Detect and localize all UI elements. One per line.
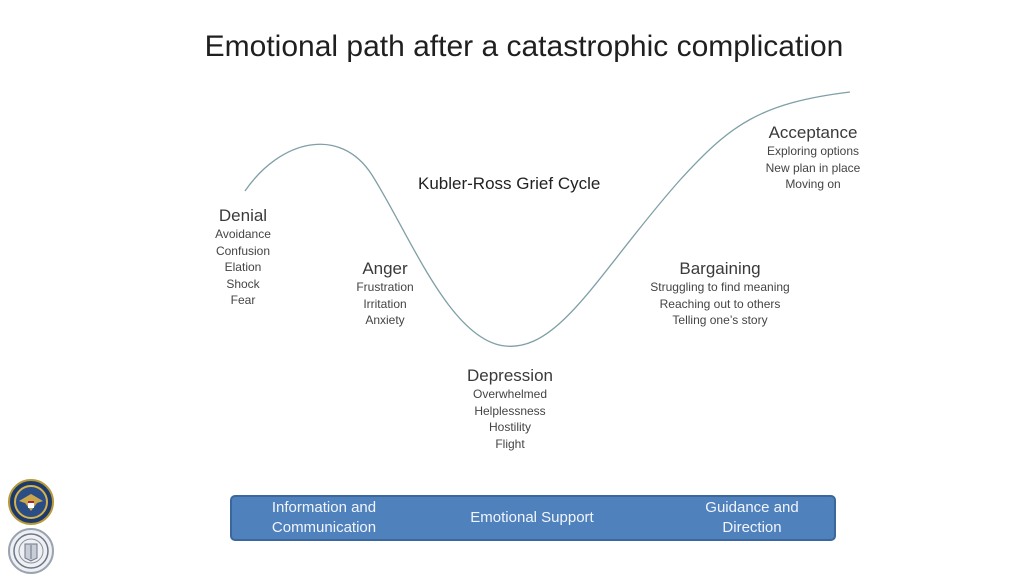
stage-anger: Anger Frustration Irritation Anxiety [335,258,435,329]
stage-item: Fear [230,293,256,308]
stage-name: Depression [467,366,553,385]
grief-cycle-line [244,91,851,347]
stage-item: Irritation [363,296,407,311]
stage-name: Bargaining [679,259,761,278]
stage-item: Flight [495,436,525,451]
stage-item: Anxiety [365,313,405,328]
stage-acceptance: Acceptance Exploring options New plan in… [748,122,878,193]
support-guidance-label: Guidance and Direction [687,498,817,538]
stage-depression: Depression Overwhelmed Helplessness Host… [450,365,570,452]
support-bar: Information and Communication Emotional … [230,495,836,541]
stage-item: Overwhelmed [472,387,548,401]
stage-name: Denial [218,206,268,225]
stage-item: Avoidance [215,227,271,241]
stage-name: Anger [362,259,408,278]
support-direction-line: Direction [722,519,782,536]
stage-item: Exploring options [766,144,860,158]
stage-item: Elation [224,260,262,275]
stage-item: Telling one’s story [672,313,768,328]
stage-denial: Denial Avoidance Confusion Elation Shock… [193,205,293,309]
va-seal-icon [8,479,54,525]
support-emotional-label: Emotional Support [470,509,594,526]
stage-item: New plan in place [765,160,861,175]
support-information-label: Information and Communication [254,498,394,538]
stage-item: Frustration [356,280,414,294]
diagram-subtitle: Kubler-Ross Grief Cycle [418,174,601,193]
stage-name: Acceptance [768,123,858,142]
slide-title: Emotional path after a catastrophic comp… [204,30,844,63]
stage-item: Hostility [488,420,531,435]
support-guidance-line: Guidance and [705,499,799,516]
stage-item: Shock [226,276,260,291]
support-communication-line: Communication [271,519,377,536]
stage-bargaining: Bargaining Struggling to find meaning Re… [620,258,820,329]
stage-item: Reaching out to others [659,296,781,311]
university-seal-icon [8,528,54,574]
support-information-line: Information and [271,499,377,516]
stage-item: Struggling to find meaning [650,280,790,294]
stage-item: Confusion [215,243,271,258]
stage-item: Moving on [785,177,841,192]
stage-item: Helplessness [474,403,546,418]
